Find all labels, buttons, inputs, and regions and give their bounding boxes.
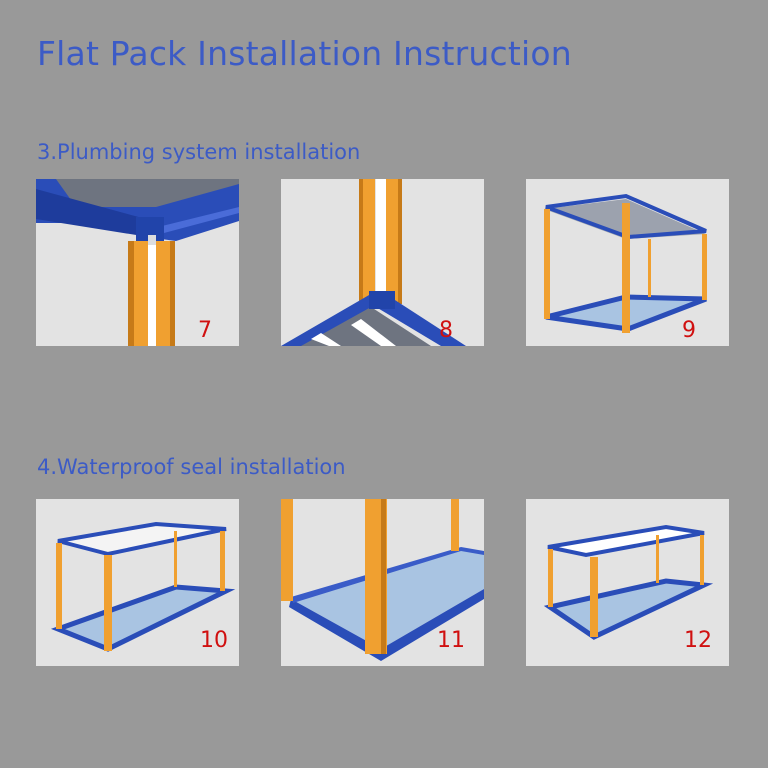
step-11-illustration: 11 [281, 499, 484, 666]
step-8-illustration: 8 [281, 179, 484, 346]
step-number: 7 [198, 318, 212, 343]
step-number: 10 [200, 628, 228, 653]
step-number: 8 [439, 318, 453, 343]
step-10-illustration: 10 [36, 499, 239, 666]
step-9-illustration: 9 [526, 179, 729, 346]
page-title: Flat Pack Installation Instruction [37, 34, 572, 73]
step-12-illustration: 12 [526, 499, 729, 666]
step-number: 9 [682, 318, 696, 343]
step-number: 11 [437, 628, 465, 653]
step-number: 12 [684, 628, 712, 653]
section-heading-waterproof: 4.Waterproof seal installation [37, 455, 346, 479]
section-heading-plumbing: 3.Plumbing system installation [37, 140, 361, 164]
step-7-illustration: 7 [36, 179, 239, 346]
